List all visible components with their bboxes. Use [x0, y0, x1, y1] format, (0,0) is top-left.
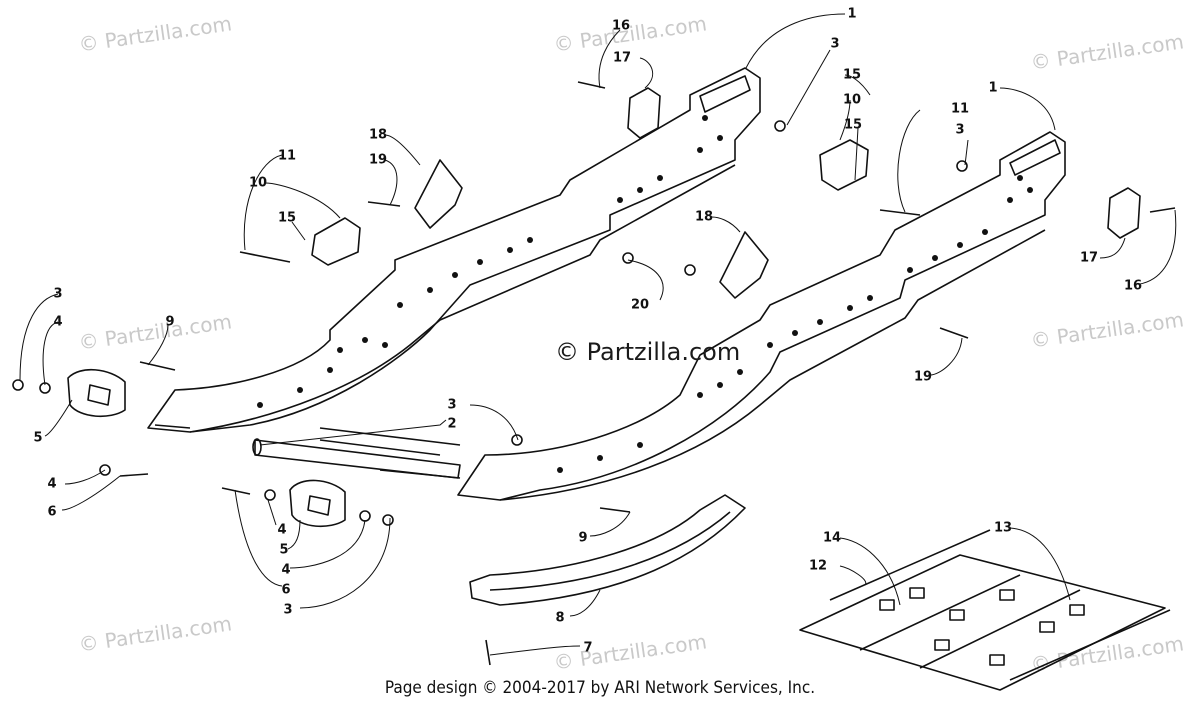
left-rail-holes: [257, 115, 723, 408]
center-watermark: © Partzilla.com: [555, 338, 741, 366]
callout-2: 2: [447, 416, 457, 432]
block-10-left: [311, 217, 361, 266]
bumper-left: [67, 368, 126, 418]
wear-strip: [469, 494, 746, 606]
callout-3: 3: [955, 122, 965, 138]
callout-3: 3: [283, 602, 293, 618]
callout-15: 15: [842, 67, 862, 83]
callout-14: 14: [822, 530, 842, 546]
callout-16: 16: [1123, 278, 1143, 294]
callout-4: 4: [53, 314, 63, 330]
leader-lines: [19, 13, 1177, 656]
left-slide-rail: [147, 67, 761, 433]
callout-1: 1: [847, 6, 857, 22]
nuts-washers: [12, 120, 968, 526]
callout-10: 10: [248, 175, 268, 191]
callout-18: 18: [694, 209, 714, 225]
callout-4: 4: [47, 476, 57, 492]
copyright-footer: Page design © 2004-2017 by ARI Network S…: [384, 678, 816, 698]
callout-17: 17: [612, 50, 632, 66]
callout-5: 5: [33, 430, 43, 446]
callout-11: 11: [950, 101, 970, 117]
callout-16: 16: [611, 18, 631, 34]
callout-6: 6: [281, 582, 291, 598]
bolts: [119, 81, 1176, 666]
callout-13: 13: [993, 520, 1013, 536]
cross-shafts: [252, 427, 461, 479]
callout-4: 4: [277, 522, 287, 538]
callout-10: 10: [842, 92, 862, 108]
track-section: [799, 529, 1171, 691]
callout-1: 1: [988, 80, 998, 96]
callout-3: 3: [447, 397, 457, 413]
bumper-right: [289, 479, 346, 528]
track-clips: [879, 587, 1085, 666]
callout-5: 5: [279, 542, 289, 558]
callout-9: 9: [165, 314, 175, 330]
callout-17: 17: [1079, 250, 1099, 266]
callout-19: 19: [368, 152, 388, 168]
plate-18-right: [719, 231, 769, 299]
callout-8: 8: [555, 610, 565, 626]
callout-3: 3: [53, 286, 63, 302]
callout-7: 7: [583, 640, 593, 656]
callout-20: 20: [630, 297, 650, 313]
callout-4: 4: [281, 562, 291, 578]
callout-15: 15: [843, 117, 863, 133]
callout-3: 3: [830, 36, 840, 52]
callout-18: 18: [368, 127, 388, 143]
block-17-top: [627, 87, 661, 139]
callout-11: 11: [277, 148, 297, 164]
block-17-right: [1107, 187, 1141, 239]
right-slide-rail: [457, 131, 1066, 501]
callout-15: 15: [277, 210, 297, 226]
callout-9: 9: [578, 530, 588, 546]
callout-12: 12: [808, 558, 828, 574]
callout-6: 6: [47, 504, 57, 520]
callout-19: 19: [913, 369, 933, 385]
plate-18-left: [414, 159, 463, 229]
block-10-right: [819, 139, 869, 191]
right-rail-holes: [557, 175, 1033, 473]
